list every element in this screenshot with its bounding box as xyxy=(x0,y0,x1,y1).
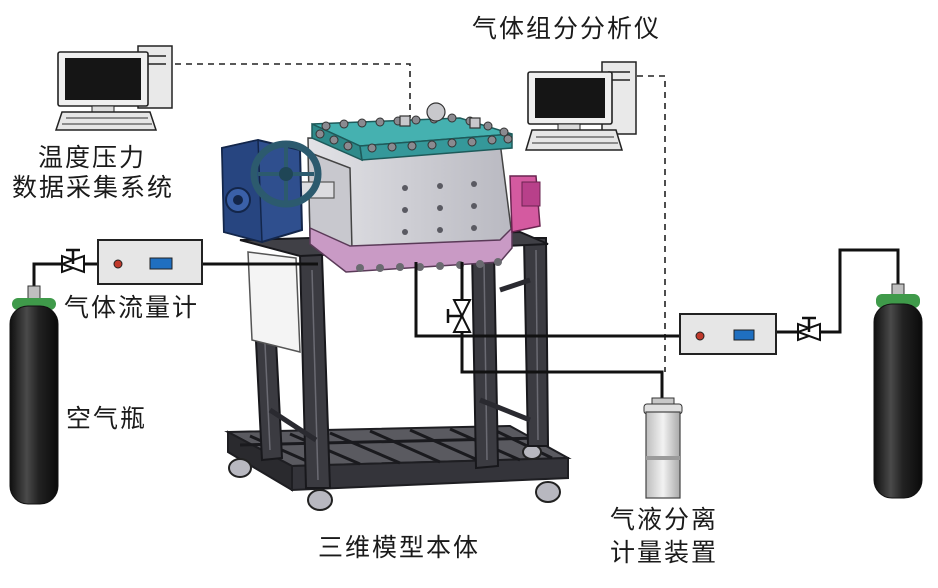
air-cylinder xyxy=(9,285,59,505)
right-valve-icon xyxy=(795,316,823,342)
separator-label-line2: 计量装置 xyxy=(610,538,719,567)
daq-signal-line xyxy=(175,63,411,118)
right-drive-part xyxy=(509,175,541,233)
flow-meter-label: 气体流量计 xyxy=(64,293,200,322)
air-cylinder-label: 空气瓶 xyxy=(66,404,148,433)
hand-wheel xyxy=(250,140,322,208)
left-flow-meter-box xyxy=(97,239,203,285)
daq-computer-icon xyxy=(54,45,173,131)
separator-label-line1: 气液分离 xyxy=(610,505,719,534)
right-gas-cylinder xyxy=(873,283,923,499)
gas-analyzer-label: 气体组分分析仪 xyxy=(472,14,662,43)
side-plate xyxy=(247,251,301,353)
analyzer-signal-line xyxy=(637,75,666,372)
outlet-valve-icon xyxy=(446,299,472,333)
model-body-label: 三维模型本体 xyxy=(318,533,481,562)
daq-label-line2: 数据采集系统 xyxy=(12,173,175,202)
model-chamber xyxy=(295,102,513,273)
air-valve-icon xyxy=(59,248,87,274)
gas-liquid-separator xyxy=(643,397,683,499)
right-flow-meter-box xyxy=(679,313,777,355)
daq-label-line1: 温度压力 xyxy=(38,143,147,172)
analyzer-computer-icon xyxy=(524,61,637,151)
